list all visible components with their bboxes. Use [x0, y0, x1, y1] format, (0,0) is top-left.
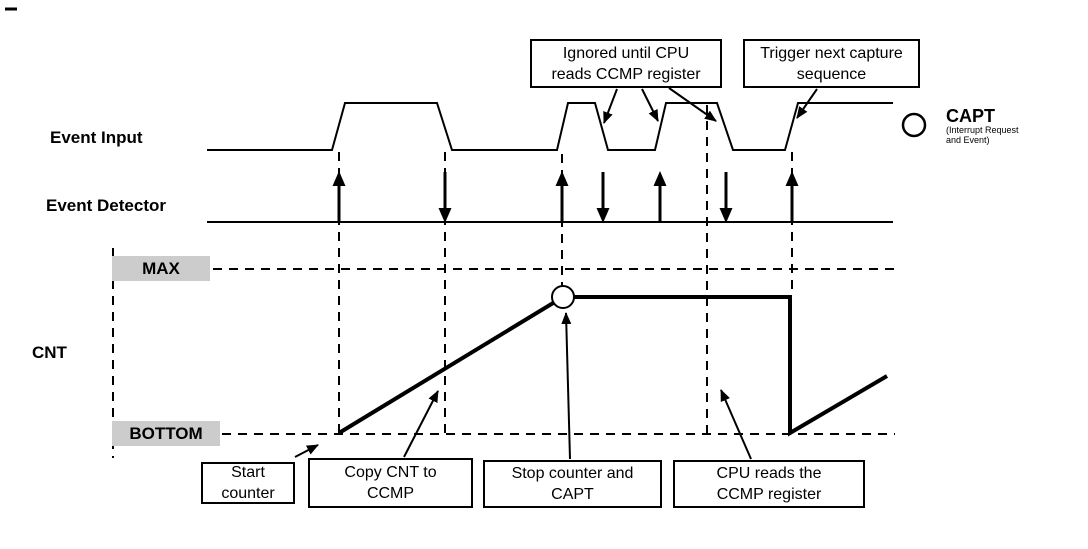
- callout-leader-arrows-bottom: [294, 312, 752, 460]
- event-detector-label: Event Detector: [46, 196, 166, 215]
- capt-title: CAPT: [946, 106, 995, 126]
- capt-desc-line1: (Interrupt Request: [946, 125, 1019, 135]
- max-level-label: MAX: [112, 256, 210, 281]
- cnt-chart-frame: [112, 248, 895, 458]
- capture-point-circle-icon: [551, 285, 575, 309]
- event-input-label: Event Input: [50, 128, 143, 147]
- event-input-waveform: [207, 102, 893, 151]
- callout-start-counter: Start counter: [201, 462, 295, 504]
- capt-indicator-circle-icon: [901, 112, 927, 138]
- capt-label-block: CAPT (Interrupt Request and Event): [946, 107, 1019, 145]
- callout-cpu-reads-ccmp: CPU reads the CCMP register: [673, 460, 865, 508]
- callout-ignored-until-cpu: Ignored until CPU reads CCMP register: [530, 39, 722, 88]
- callout-leader-arrows-top: [603, 87, 818, 124]
- capt-desc-line2: and Event): [946, 135, 990, 145]
- callout-copy-cnt-to-ccmp: Copy CNT to CCMP: [308, 458, 473, 508]
- cnt-counter-trace: [337, 295, 889, 437]
- bottom-level-label: BOTTOM: [112, 421, 220, 446]
- callout-trigger-next-capture: Trigger next capture sequence: [743, 39, 920, 88]
- cnt-label: CNT: [32, 343, 67, 362]
- detector-rising-edge-arrows: [332, 171, 799, 222]
- callout-stop-counter-and-capt: Stop counter and CAPT: [483, 460, 662, 508]
- detector-falling-edge-arrows: [438, 172, 733, 223]
